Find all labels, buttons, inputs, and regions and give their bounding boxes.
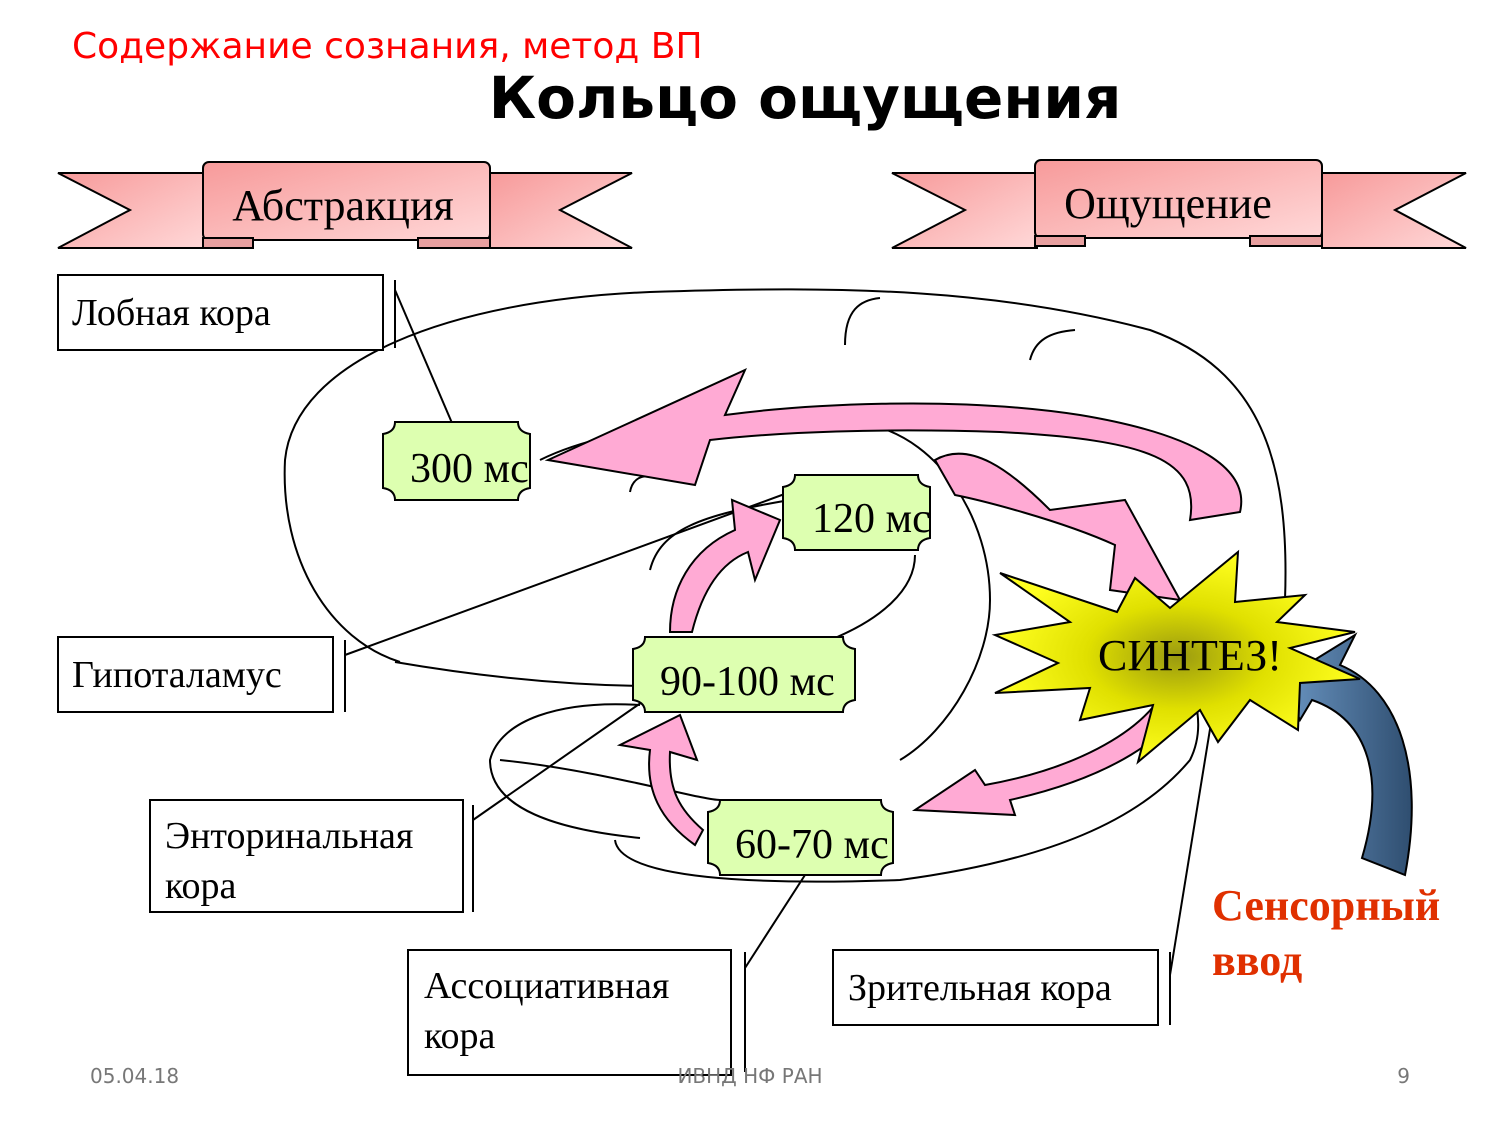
synthesis-label: СИНТЕЗ! <box>1098 631 1282 680</box>
banner-sensation-label: Ощущение <box>1064 179 1272 228</box>
latency-300: 300 мс <box>382 421 531 501</box>
sensory-input-label-2: ввод <box>1212 936 1302 985</box>
region-visual-label: Зрительная кора <box>848 967 1112 1009</box>
banner-abstraction-label: Абстракция <box>232 181 453 230</box>
sensory-input-label-1: Сенсорный <box>1212 881 1440 930</box>
arrow-to-90 <box>616 713 705 847</box>
synthesis-burst: СИНТЕЗ! <box>991 549 1361 765</box>
banner-abstraction: Абстракция <box>57 161 633 249</box>
arrow-to-synthesis <box>933 452 1182 602</box>
latency-120-label: 120 мс <box>812 496 931 542</box>
latency-300-label: 300 мс <box>410 446 529 492</box>
latency-60-70-label: 60-70 мс <box>735 822 889 868</box>
latency-90-100-label: 90-100 мс <box>660 659 835 705</box>
region-entorhinal-label-2: кора <box>165 865 237 907</box>
banner-sensation: Ощущение <box>891 159 1467 249</box>
footer-page-number: 9 <box>1397 1064 1410 1088</box>
region-hypothalamus: Гипоталамус <box>57 636 334 713</box>
latency-120: 120 мс <box>782 474 931 551</box>
latency-60-70: 60-70 мс <box>707 799 894 876</box>
latency-90-100: 90-100 мс <box>632 636 856 713</box>
region-frontal-label: Лобная кора <box>72 292 271 334</box>
region-entorhinal-label-1: Энторинальная <box>165 815 413 857</box>
slide-subtitle: Содержание сознания, метод ВП <box>72 26 703 67</box>
slide-title: Кольцо ощущения <box>489 64 1122 132</box>
region-frontal-cortex: Лобная кора <box>57 274 384 351</box>
region-visual-cortex: Зрительная кора <box>832 949 1159 1026</box>
region-entorhinal-cortex: Энторинальная кора <box>149 799 464 913</box>
footer-date: 05.04.18 <box>90 1064 179 1088</box>
footer-organization: ИВНД НФ РАН <box>677 1064 822 1088</box>
region-associative-label-2: кора <box>424 1015 496 1057</box>
arrow-to-120 <box>668 498 782 633</box>
arrow-to-300 <box>544 367 1243 522</box>
region-hypothalamus-label: Гипоталамус <box>72 654 282 696</box>
region-associative-cortex: Ассоциативная кора <box>407 949 732 1076</box>
sensory-input-arrow <box>1280 632 1413 877</box>
region-associative-label-1: Ассоциативная <box>424 965 669 1007</box>
